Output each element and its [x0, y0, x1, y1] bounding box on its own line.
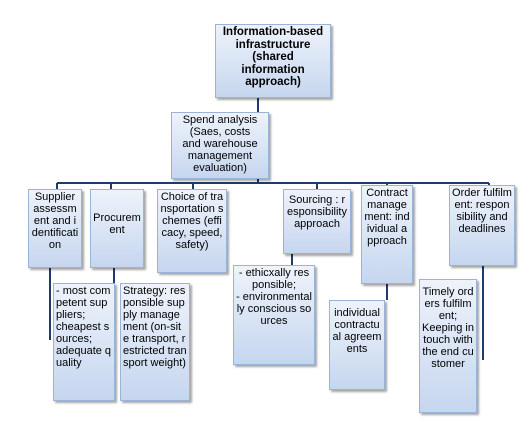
- node-supplier-assessment-detail: - most competent suppliers; cheapest sou…: [53, 283, 115, 401]
- spend-analysis-node: Spend analysis (Saes, costs and warehous…: [171, 112, 269, 179]
- node-transportation-schemes: Choice of transportation schemes (effica…: [157, 189, 227, 273]
- node-supplier-assessment: Supplier assessment and identification: [28, 189, 82, 268]
- root-node: Information-based infrastructure (shared…: [215, 24, 331, 98]
- node-procurement-detail: Strategy: responsible supply management …: [120, 283, 190, 401]
- node-order-fulfilment-detail: Timely orders fulfilment; Keeping in tou…: [419, 279, 477, 413]
- node-order-fulfilment: Order fulfilment: responsibility and dea…: [449, 185, 515, 266]
- node-contract-management-detail: individual contractual agreements: [329, 300, 385, 390]
- node-procurement: Procurement: [90, 189, 144, 268]
- node-sourcing: Sourcing : responsibility approach: [283, 189, 351, 254]
- node-sourcing-detail: - ethicxally responsible; - environmenta…: [233, 265, 315, 365]
- node-contract-management: Contract management: individual approach: [361, 185, 413, 284]
